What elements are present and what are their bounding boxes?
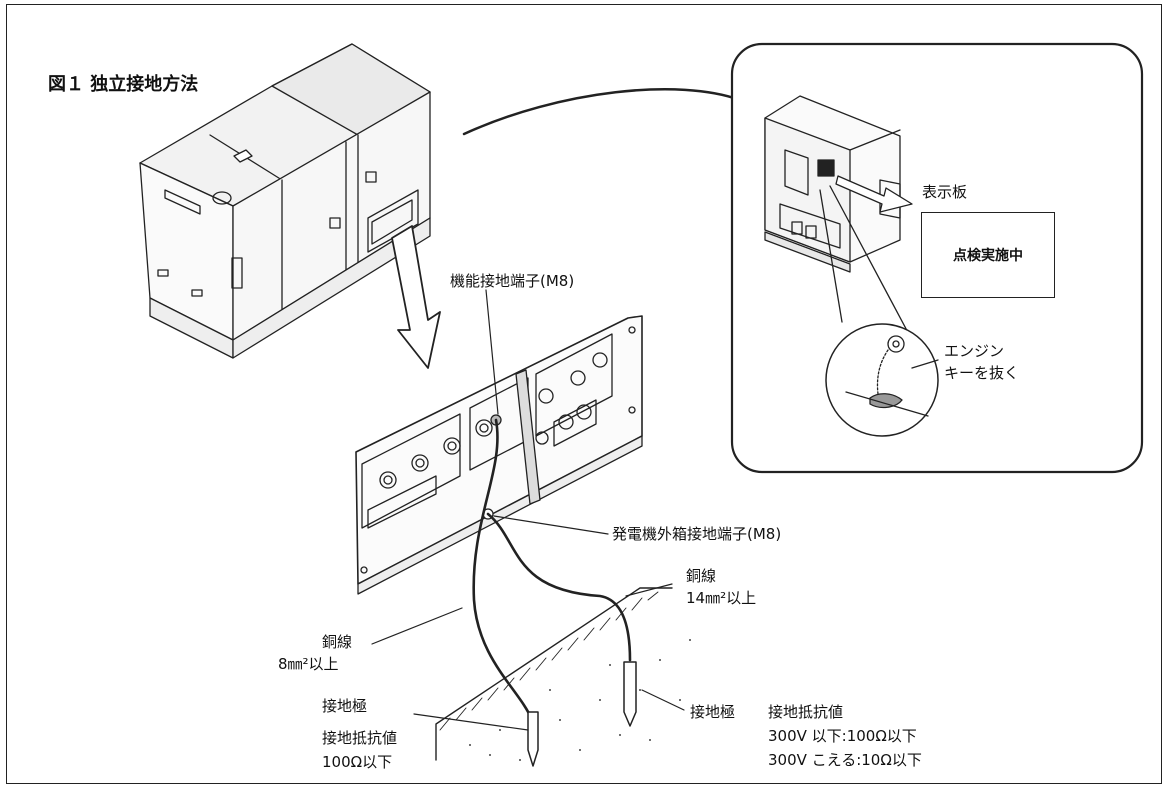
generator-illustration — [139, 43, 431, 359]
copper-wire-14 — [486, 512, 632, 662]
wire-left-spec: 8㎜²以上 — [278, 655, 339, 673]
engine-key-icon — [845, 335, 929, 417]
key-instruction-line1: エンジン — [944, 342, 1005, 360]
inset-generator-illustration — [764, 95, 901, 273]
sign-caption: 表示板 — [922, 183, 968, 201]
resistance-right-value-2: 300V こえる:10Ω以下 — [768, 751, 922, 769]
resistance-right-value-1: 300V 以下:100Ω以下 — [768, 727, 917, 745]
wire-right-label: 銅線 — [686, 567, 717, 585]
ground-electrode-left — [527, 711, 539, 767]
wire-right-spec: 14㎜²以上 — [686, 589, 757, 607]
figure-frame — [6, 4, 1162, 784]
sign-text: 点検実施中 — [953, 248, 1023, 264]
control-panel-illustration — [355, 315, 643, 595]
ground-surface — [435, 587, 691, 761]
resistance-left-value: 100Ω以下 — [322, 753, 393, 771]
electrode-left-label: 接地極 — [322, 697, 368, 715]
inspection-sign: 点検実施中 — [921, 212, 1055, 298]
key-instruction-line2: キーを抜く — [944, 364, 1020, 382]
case-ground-terminal-label: 発電機外箱接地端子(M8) — [612, 525, 782, 543]
resistance-left-label: 接地抵抗値 — [322, 729, 398, 747]
key-zoom-circle — [825, 323, 939, 437]
figure-title: 図１ 独立接地方法 — [48, 74, 199, 95]
resistance-right-label: 接地抵抗値 — [768, 703, 844, 721]
down-arrow-icon — [391, 225, 441, 369]
electrode-right-label: 接地極 — [690, 703, 736, 721]
functional-ground-terminal-label: 機能接地端子(M8) — [450, 272, 575, 290]
copper-wire-8 — [472, 418, 534, 722]
sign-arrow-icon — [835, 175, 913, 213]
ground-electrode-right — [623, 661, 637, 727]
wire-left-label: 銅線 — [322, 633, 353, 651]
